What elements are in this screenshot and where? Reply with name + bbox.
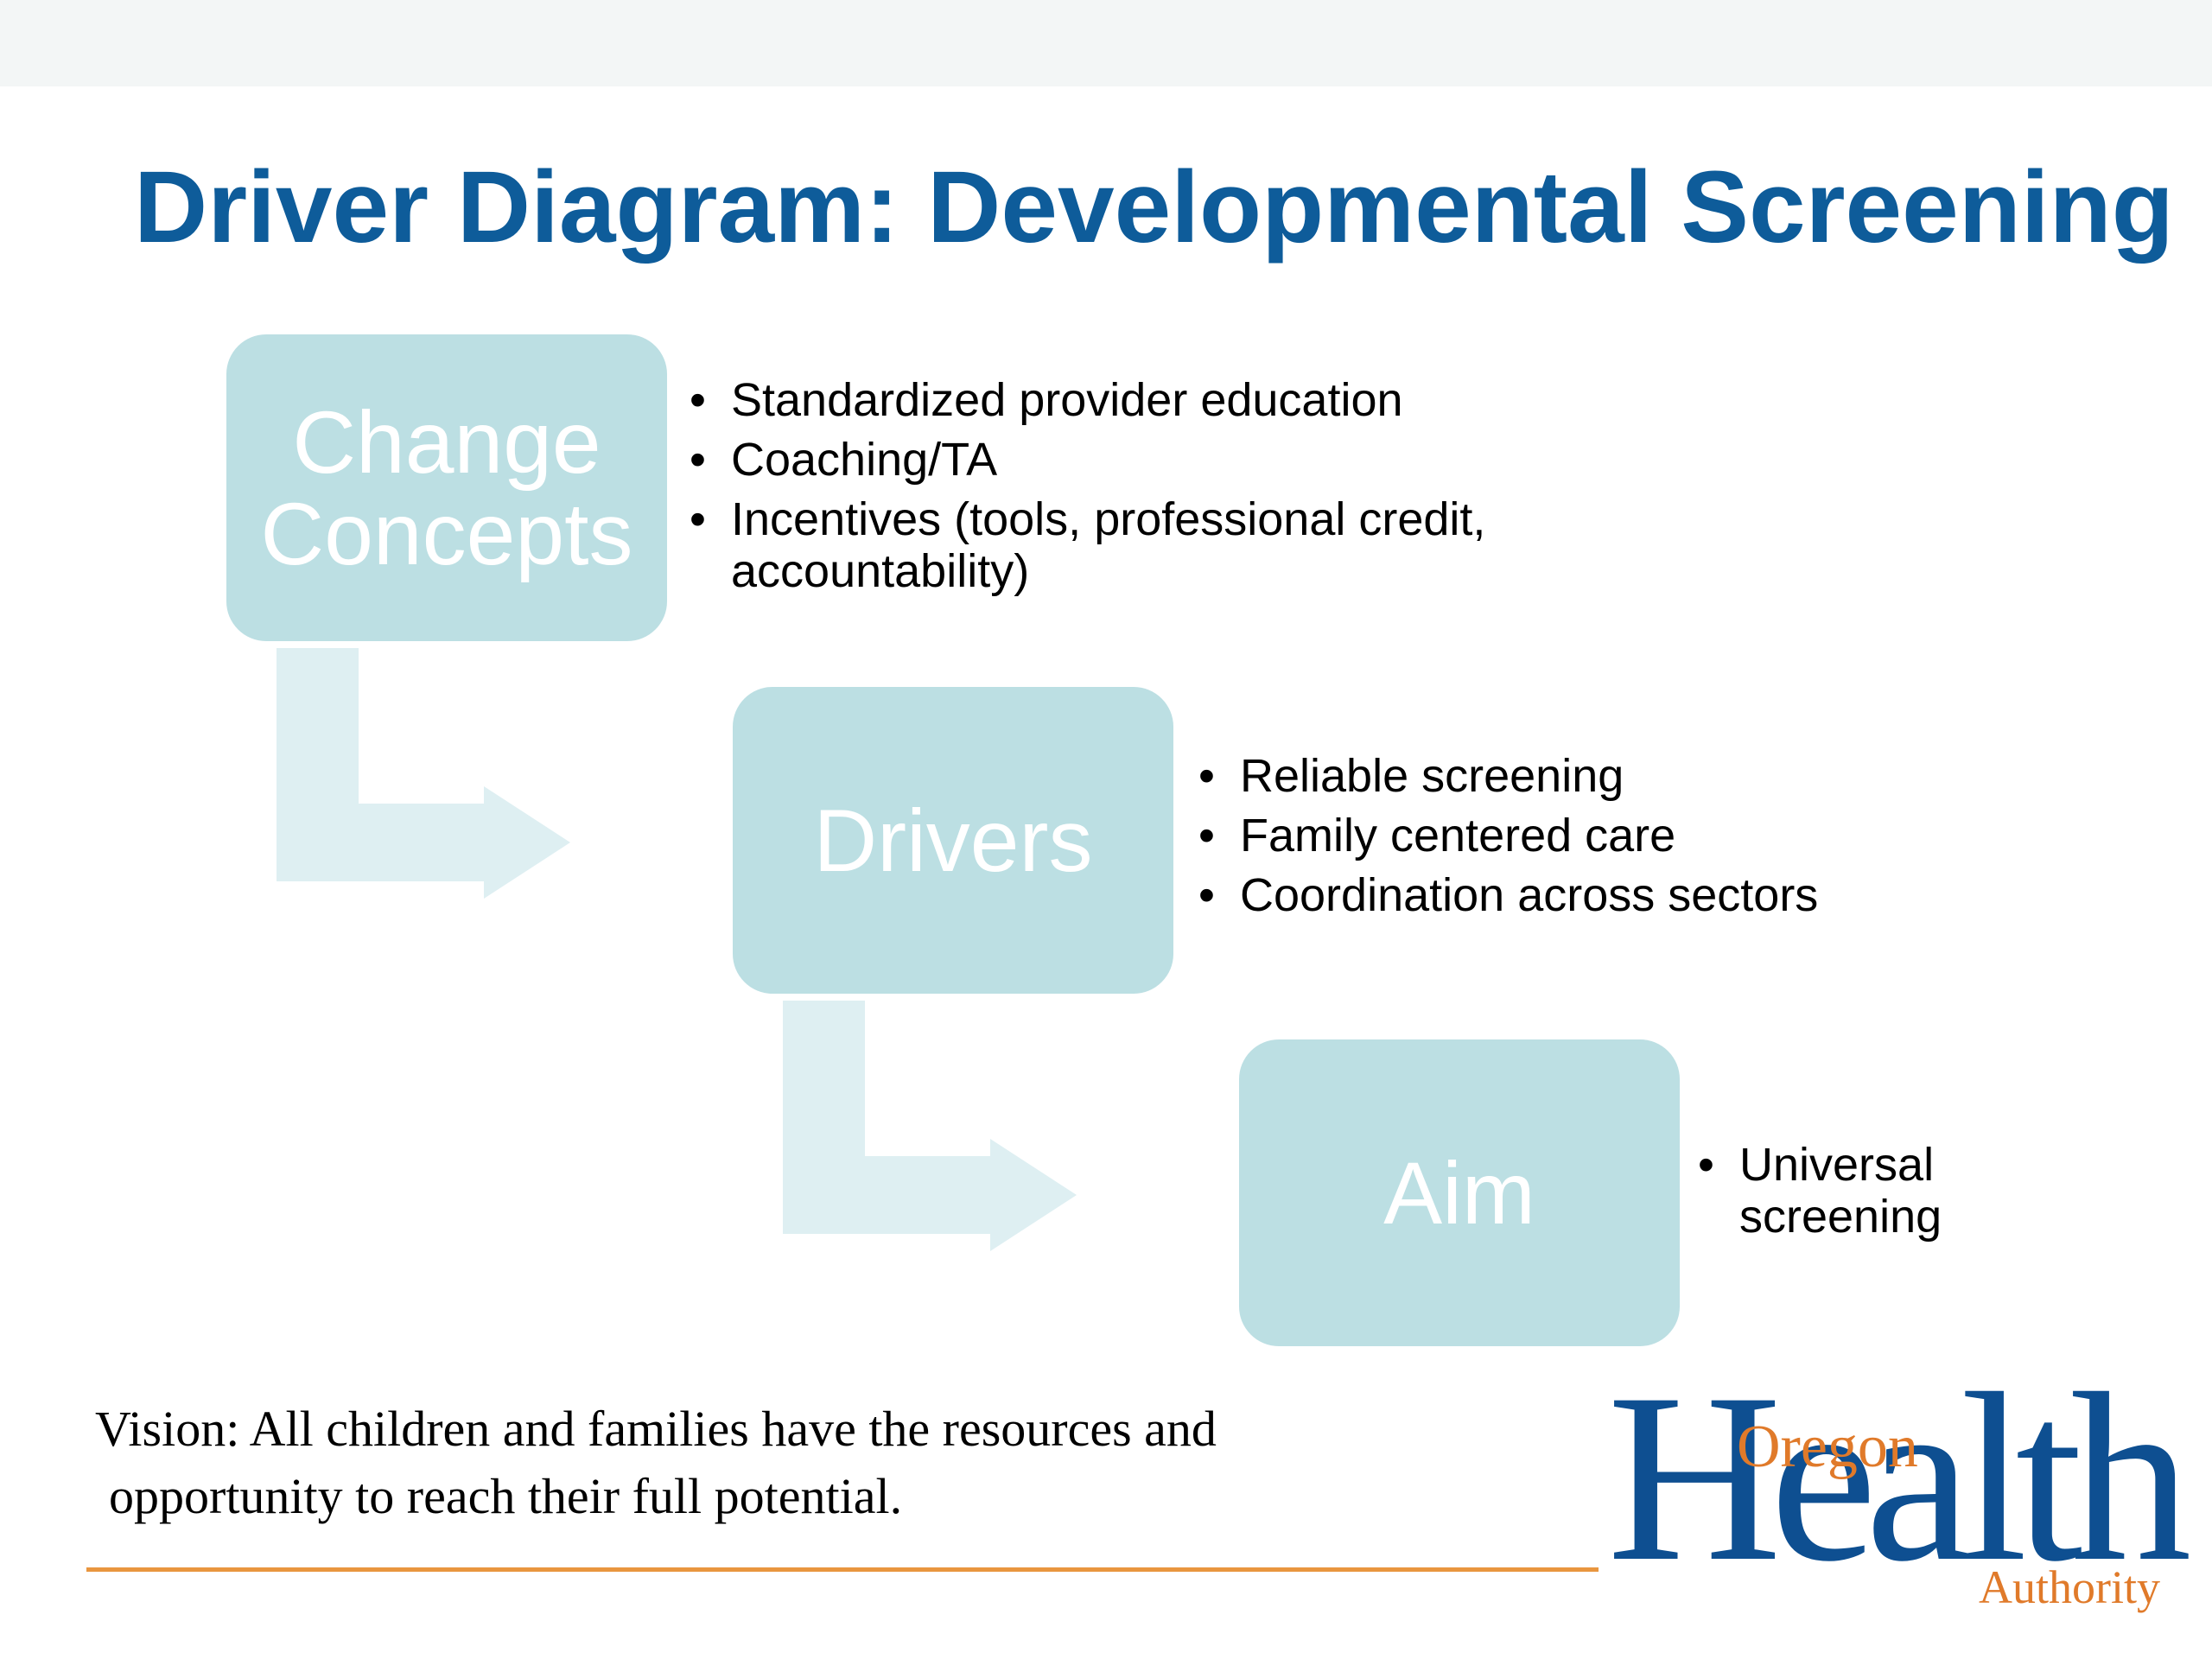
bullet-item: Reliable screening [1198,750,1976,802]
drivers-box: Drivers [733,687,1173,994]
logo-authority-text: Authority [1979,1561,2160,1613]
slide-title: Driver Diagram: Developmental Screening [134,150,2174,264]
bullet-item: Coaching/TA [690,434,1588,486]
logo-oregon-text: Oregon [1737,1414,1918,1480]
top-band [0,0,2212,86]
vision-statement: Vision: All children and families have t… [95,1395,1443,1530]
drivers-label: Drivers [813,791,1093,890]
change-concepts-bullets: Standardized provider education Coaching… [690,374,1588,605]
drivers-bullets: Reliable screening Family centered care … [1198,750,1976,929]
bullet-item: Universal screening [1698,1139,1992,1243]
change-concepts-label-line-1: Change [292,392,601,492]
change-concepts-label-line-2: Concepts [260,484,633,583]
vision-line-2: opportunity to reach their full potentia… [109,1468,903,1524]
bullet-item: Coordination across sectors [1198,869,1976,921]
oregon-health-authority-logo: Health Oregon Authority [1607,1357,2191,1624]
aim-bullets: Universal screening [1698,1139,1992,1250]
footer-rule [86,1567,1599,1572]
bullet-item: Standardized provider education [690,374,1588,426]
vision-line-1: Vision: All children and families have t… [95,1401,1217,1457]
bullet-item: Family centered care [1198,810,1976,861]
aim-label: Aim [1383,1143,1535,1243]
bent-arrow-1 [276,648,570,899]
bullet-item: Incentives (tools, professional credit, … [690,493,1588,597]
aim-box: Aim [1239,1039,1680,1346]
change-concepts-box: Change Concepts [226,334,667,641]
bent-arrow-2 [783,1001,1077,1251]
logo-health-text: Health [1607,1343,2191,1611]
